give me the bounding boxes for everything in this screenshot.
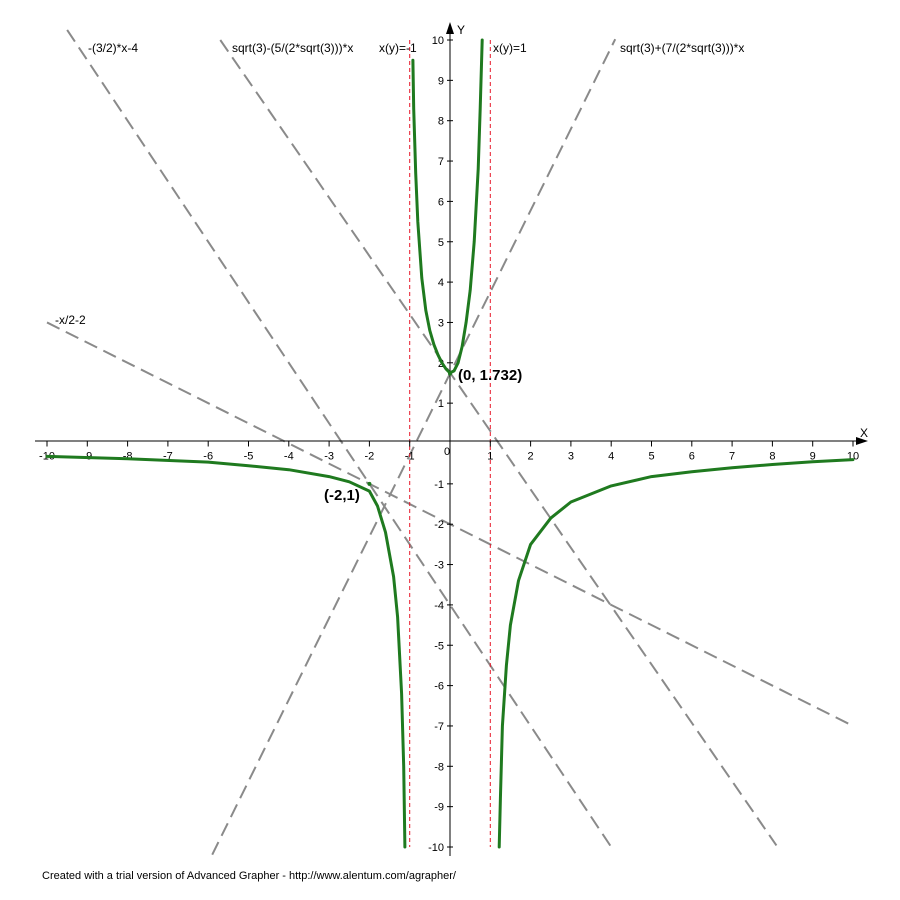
x-tick-label: 9 (810, 451, 816, 463)
tangent-line (66, 29, 613, 848)
x-tick-label: 2 (528, 451, 534, 463)
y-tick-label: 4 (438, 277, 444, 289)
highlight-point (367, 481, 372, 486)
y-tick-label: 9 (438, 75, 444, 87)
y-axis-label: Y (457, 23, 465, 37)
asymptote-label-left: x(y)=-1 (379, 41, 417, 55)
point-label-2: (-2,1) (324, 487, 360, 504)
y-tick-label: 5 (438, 237, 444, 249)
y-tick-label: -4 (434, 600, 444, 612)
x-tick-label: 5 (648, 451, 654, 463)
y-tick-label: 8 (438, 116, 444, 128)
y-tick-label: 6 (438, 196, 444, 208)
tangent-line (219, 39, 778, 846)
y-axis-arrow (446, 22, 454, 34)
x-tick-label: -1 (405, 451, 415, 463)
x-axis-arrow (856, 437, 868, 445)
x-tick-label: -3 (324, 451, 334, 463)
tangent-line (211, 38, 617, 856)
y-tick-label: 7 (438, 156, 444, 168)
y-tick-label: -5 (434, 640, 444, 652)
x-tick-label: 7 (729, 451, 735, 463)
asymptote-label-right: x(y)=1 (493, 41, 527, 55)
x-tick-label: 4 (608, 451, 614, 463)
curve-branch (497, 458, 855, 849)
y-tick-label: 1 (438, 398, 444, 410)
x-tick-label: 1 (487, 451, 493, 463)
x-tick-label: -5 (244, 451, 254, 463)
x-tick-label: 3 (568, 451, 574, 463)
x-tick-label: -6 (203, 451, 213, 463)
curve-branch (45, 454, 407, 849)
tangent-label-4: -x/2-2 (55, 313, 86, 327)
x-tick-label: -2 (365, 451, 375, 463)
x-tick-label: -8 (123, 451, 133, 463)
y-tick-label: -6 (434, 681, 444, 693)
x-tick-label: 6 (689, 451, 695, 463)
y-tick-label: -10 (428, 842, 444, 854)
y-tick-label: 3 (438, 317, 444, 329)
x-tick-label: -4 (284, 451, 294, 463)
y-tick-label: -1 (434, 479, 444, 491)
y-tick-label: -9 (434, 802, 444, 814)
curve (45, 38, 855, 849)
x-axis-label: X (860, 426, 868, 440)
y-tick-label: -2 (434, 519, 444, 531)
x-tick-label: -7 (163, 451, 173, 463)
tangent-label-3: sqrt(3)+(7/(2*sqrt(3)))*x (620, 41, 744, 55)
y-tick-label: -3 (434, 560, 444, 572)
curve-branch (411, 38, 484, 375)
point-label-1: (0, 1.732) (458, 367, 522, 384)
tangent-label-2: sqrt(3)-(5/(2*sqrt(3)))*x (232, 41, 353, 55)
footer-credit: Created with a trial version of Advanced… (42, 870, 456, 882)
y-tick-label: -8 (434, 761, 444, 773)
highlight-point (448, 371, 452, 376)
y-tick-label: 10 (432, 35, 444, 47)
axes: X Y 0 (35, 22, 868, 856)
asymptote-lines (409, 40, 491, 847)
tangent-label-1: -(3/2)*x-4 (88, 41, 138, 55)
y-tick-label: -7 (434, 721, 444, 733)
origin-tick-label: 0 (444, 446, 450, 458)
x-tick-label: 8 (769, 451, 775, 463)
